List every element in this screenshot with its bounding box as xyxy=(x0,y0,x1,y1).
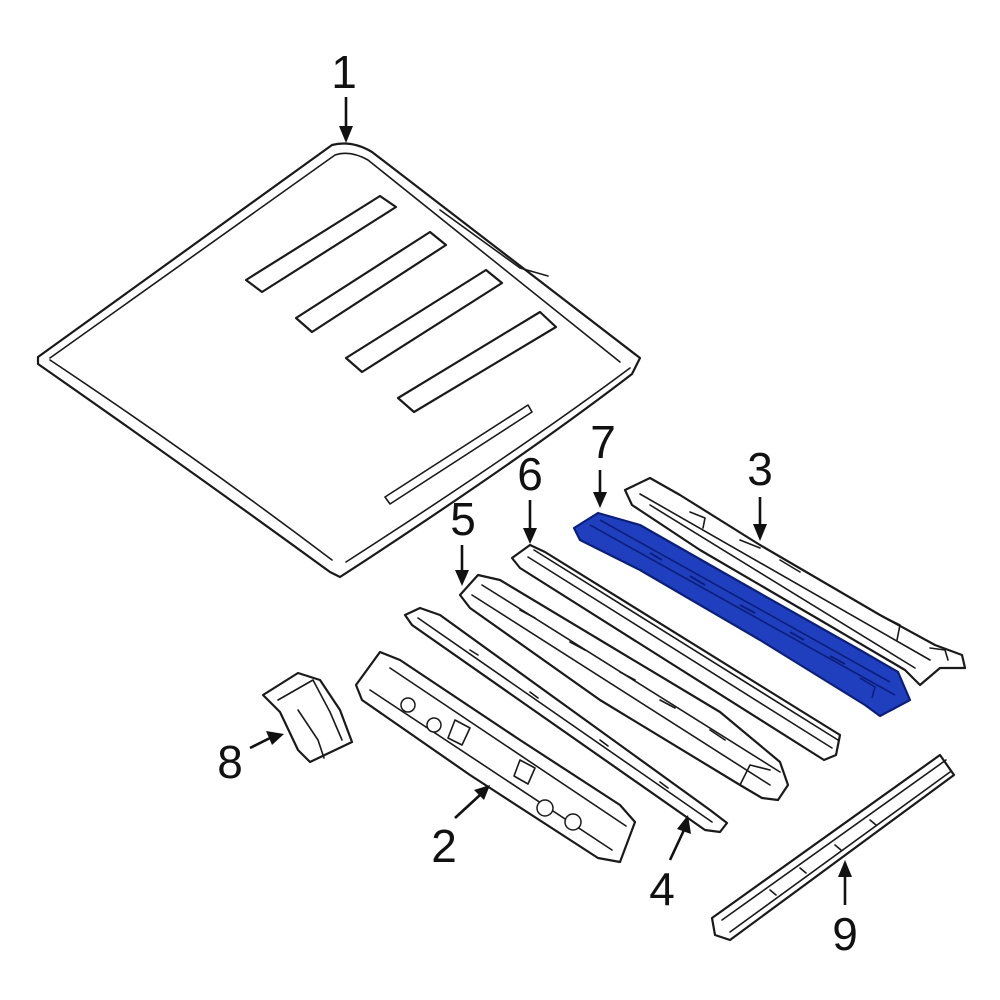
part-8-bracket[interactable] xyxy=(261,671,354,764)
callout-label-9: 9 xyxy=(832,908,858,960)
part-5-roof-bow[interactable] xyxy=(458,573,790,802)
callout-arrow-5 xyxy=(455,545,469,586)
callout-arrow-8 xyxy=(249,731,284,750)
part-9-front-bar[interactable] xyxy=(710,753,956,942)
callout-arrow-4 xyxy=(668,815,691,861)
callout-label-6: 6 xyxy=(517,448,543,500)
callout-label-7: 7 xyxy=(590,416,616,468)
part-2-front-header[interactable] xyxy=(354,650,637,864)
callout-arrow-2 xyxy=(454,785,490,819)
callout-arrow-6 xyxy=(523,500,537,544)
callout-label-3: 3 xyxy=(747,443,773,495)
callout-label-2: 2 xyxy=(431,820,457,872)
callout-arrow-7 xyxy=(593,470,607,508)
part-3-roof-bow[interactable] xyxy=(623,476,967,687)
callout-label-5: 5 xyxy=(450,493,476,545)
callout-arrow-9 xyxy=(838,860,852,905)
part-1-roof-panel[interactable] xyxy=(36,142,642,579)
part-6-roof-rail[interactable] xyxy=(510,543,842,762)
part-7-roof-rail-highlighted[interactable] xyxy=(572,511,912,718)
callout-label-1: 1 xyxy=(331,46,357,98)
callout-label-4: 4 xyxy=(649,863,675,915)
callout-arrow-1 xyxy=(339,97,353,143)
callout-label-8: 8 xyxy=(217,736,243,788)
callout-arrow-3 xyxy=(753,497,767,541)
part-4-roof-bow[interactable] xyxy=(403,606,729,834)
